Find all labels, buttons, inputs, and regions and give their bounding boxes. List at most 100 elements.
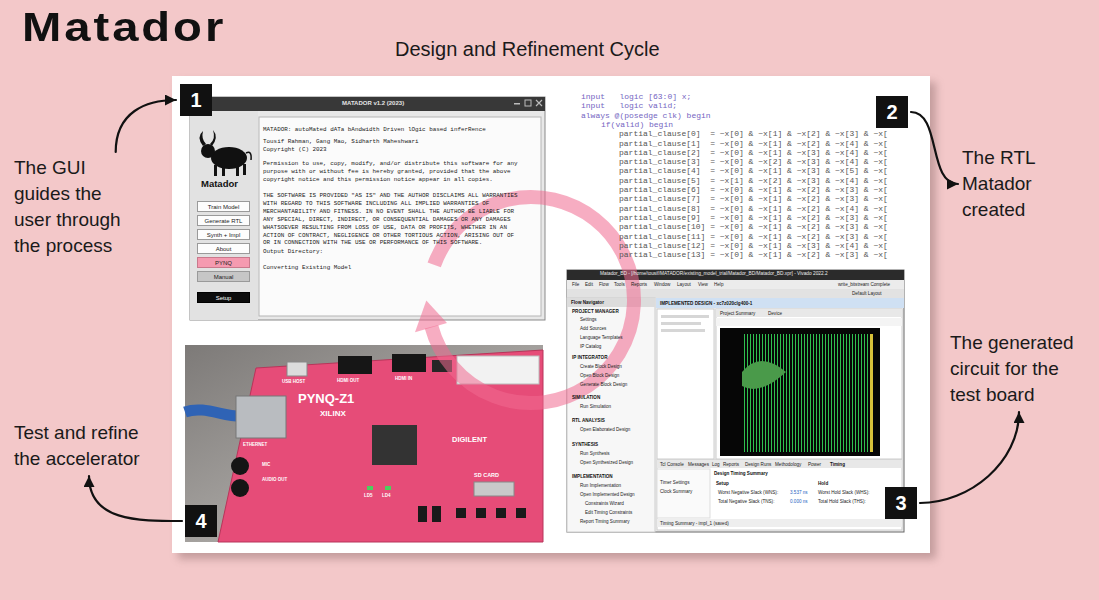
callout-number: 3 (895, 493, 906, 513)
timing-pane (657, 460, 902, 530)
vivado-text: Reports (631, 282, 647, 287)
bull-head (201, 144, 215, 158)
code-line: partial_clause[12] = ~x[0] & ~x[1] & ~x[… (619, 241, 888, 250)
silkscreen-label: LD4 (382, 493, 391, 498)
vivado-text: Total Hold Slack (THS): (818, 499, 866, 504)
silkscreen-label: HDMI IN (395, 376, 412, 381)
timing-tree (657, 469, 710, 518)
silkscreen-label: HDMI OUT (337, 378, 359, 383)
vivado-text: Methodology (775, 462, 801, 467)
vivado-text: Window (654, 282, 670, 287)
silkscreen-label: USB HOST (282, 379, 305, 384)
vivado-text: File (572, 282, 579, 287)
vivado-text: Tcl Console (660, 462, 684, 467)
callout-box: 1 (180, 84, 212, 116)
vivado-text: Open Synthesized Design (580, 460, 633, 465)
device-pane (716, 309, 902, 459)
vivado-text: Worst Hold Slack (WHS): (818, 490, 869, 495)
code-line: partial_clause[7] = ~x[0] & ~x[1] & ~x[2… (619, 194, 888, 203)
bull-horn (210, 130, 216, 146)
silkscreen-label: DIGILENT (452, 436, 487, 445)
title-bar (567, 270, 904, 280)
vivado-text: Timing (830, 462, 845, 467)
zynq-chip (372, 425, 417, 465)
vivado-text: Matador_BD - [/home/tousif/MATADOR/exist… (600, 271, 828, 277)
push-button (476, 508, 486, 518)
vivado-text: View (698, 282, 708, 287)
vivado-text: Messages (688, 462, 709, 467)
gui-text: Output Directory: (263, 248, 522, 256)
board-photo: PYNQ-Z1XILINXDIGILENTUSB HOSTHDMI OUTHDM… (185, 345, 543, 542)
vivado-text: IP Catalog (580, 344, 601, 349)
status-bar (657, 519, 902, 527)
vivado-text: Open Implemented Design (580, 492, 635, 497)
vivado-text: Hold (818, 481, 828, 486)
silkscreen-label: XILINX (320, 409, 346, 418)
gui-button: Manual (197, 271, 250, 282)
vivado-text: Log (712, 462, 720, 467)
vivado-text: Open Elaborated Design (580, 427, 630, 432)
caption-text: Test and refine the accelerator (14, 420, 164, 472)
callout-box: 4 (185, 505, 217, 537)
bull-horn (200, 131, 207, 146)
sidebar (190, 111, 258, 320)
code-line: partial_clause[8] = ~x[0] & ~x[1] & ~x[2… (619, 204, 888, 213)
gui-button: Generate RTL (197, 215, 250, 226)
device-toolbar (716, 318, 902, 326)
flow-navigator-pane (567, 298, 655, 532)
vivado-text: Language Templates (580, 335, 623, 340)
vivado-text: Setup (716, 481, 729, 486)
code-line: partial_clause[6] = ~x[0] & ~x[1] & ~x[2… (619, 185, 888, 194)
sd-slot (474, 482, 514, 496)
vivado-text: Flow Navigator (571, 300, 604, 305)
vivado-screenshot (567, 270, 904, 532)
toolbar (567, 289, 904, 298)
code-line: partial_clause[0] = ~x[0] & ~x[1] & ~x[2… (619, 129, 888, 138)
cycle-arrowhead (415, 300, 447, 332)
gui-text: Tousif Rahman, Gang Mao, Sidharth Mahesh… (263, 138, 522, 146)
vivado-text: IMPLEMENTED DESIGN - xc7z020clg400-1 (660, 301, 752, 306)
ethernet-jack (236, 396, 286, 438)
sources-pane (657, 309, 714, 459)
gui-button: PYNQ (197, 257, 250, 268)
code-line: partial_clause[11] = ~x[0] & ~x[1] & ~x[… (619, 232, 888, 241)
vivado-window (567, 270, 904, 532)
hdmi-port (392, 354, 426, 372)
push-button (516, 508, 526, 518)
silkscreen-label: AUDIO OUT (262, 477, 287, 482)
vivado-text: Power (808, 462, 821, 467)
vivado-text: Design Runs (745, 462, 771, 467)
silkscreen-label: LD5 (364, 493, 373, 498)
vivado-text: Constraints Wizard (585, 501, 624, 506)
tree-row (661, 329, 705, 332)
tab-bar (657, 460, 902, 468)
device-view (720, 328, 880, 456)
vivado-text: Timer Settings (660, 480, 689, 485)
push-button (496, 508, 506, 518)
switch (418, 506, 427, 522)
vivado-window: Matador_BD - [/home/tousif/MATADOR/exist… (567, 270, 904, 532)
usb-port (287, 362, 307, 376)
silkscreen-label: MIC (262, 462, 270, 467)
vivado-text: Default Layout (852, 291, 882, 296)
vivado-text: Tools (614, 282, 625, 287)
vivado-text: Help (714, 282, 723, 287)
caption-text: The RTL Matador created (962, 145, 1057, 223)
led (385, 486, 391, 490)
audio-jack (231, 479, 249, 497)
brand-logo: Matador (22, 7, 226, 47)
bull-leg (243, 164, 246, 175)
step-description: The GUI guides the user through the proc… (14, 155, 138, 259)
gui-button: Train Model (197, 201, 250, 212)
gui-text: THE SOFTWARE IS PROVIDED "AS IS" AND THE… (263, 192, 522, 247)
caption-text: The GUI guides the user through the proc… (14, 155, 138, 259)
curved-arrow (920, 412, 1019, 503)
vivado-text: Device (768, 311, 782, 316)
pynq-board (218, 350, 543, 542)
code-line: input logic valid; (581, 101, 677, 110)
ethernet-cable (185, 410, 244, 416)
close-icon (536, 100, 542, 106)
gui-button: Setup (197, 292, 250, 303)
callout-number: 2 (886, 102, 897, 122)
